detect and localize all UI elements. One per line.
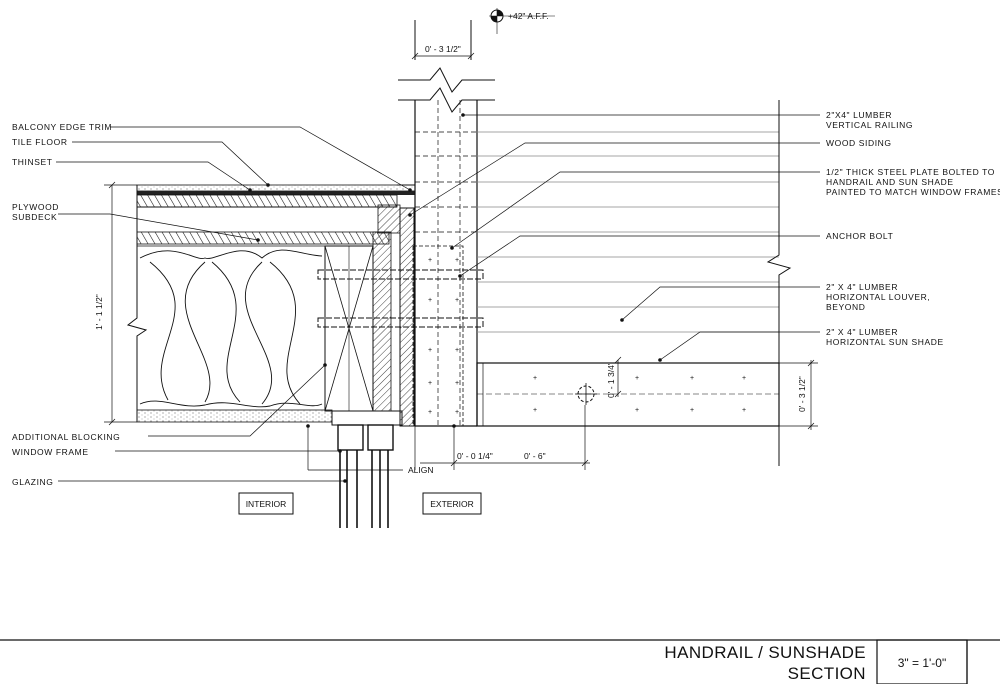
svg-text:+: + [455,409,459,416]
svg-text:+: + [533,375,537,382]
label-additional-blocking: ADDITIONAL BLOCKING [12,432,120,442]
svg-text:+: + [635,375,639,382]
svg-text:+: + [428,257,432,264]
svg-text:+: + [742,375,746,382]
dim-bolt-offset: 0' - 1 3/4" [606,362,616,398]
label-window-frame: WINDOW FRAME [12,447,89,457]
svg-text:+: + [690,407,694,414]
label-steel-plate-3: PAINTED TO MATCH WINDOW FRAMES [826,187,1000,197]
svg-text:+: + [742,407,746,414]
label-steel-plate-2: HANDRAIL AND SUN SHADE [826,177,954,187]
label-vertical-railing-2: VERTICAL RAILING [826,120,913,130]
svg-text:+: + [428,297,432,304]
sun-shade-detail: + + + + + + + + [476,100,792,466]
label-tile-floor: TILE FLOOR [12,137,68,147]
left-labels: BALCONY EDGE TRIM TILE FLOOR THINSET PLY… [12,122,120,487]
svg-text:+: + [455,347,459,354]
label-wood-siding: WOOD SIDING [826,138,892,148]
svg-text:+: + [635,407,639,414]
label-plywood: PLYWOOD [12,202,59,212]
dim-shade-depth: 0' - 3 1/2" [797,376,807,412]
interior-tag [238,492,294,515]
title-block: HANDRAIL / SUNSHADE SECTION 3" = 1'-0" [0,639,1000,684]
dim-floor-height: 1' - 1 1/2" [94,294,104,330]
svg-text:+: + [455,297,459,304]
zone-tags: INTERIOR EXTERIOR [238,492,482,515]
title-line-2: SECTION [788,664,866,683]
exterior-tag [422,492,482,515]
leader-dots [248,113,662,483]
leader-lines [56,114,820,482]
dim-offset: 0' - 0 1/4" [457,451,493,461]
label-steel-plate-1: 1/2" THICK STEEL PLATE BOLTED TO [826,167,995,177]
dimension-lines [104,52,818,471]
wood-siding-detail [397,184,416,427]
interior-label: INTERIOR [246,499,287,509]
svg-text:+: + [428,409,432,416]
dim-railing-width: 0' - 3 1/2" [425,44,461,54]
label-louver-3: BEYOND [826,302,866,312]
label-sunshade-1: 2" X 4" LUMBER [826,327,898,337]
elevation-text: +42" A.F.F. [508,11,549,21]
additional-blocking-detail [324,204,401,412]
elevation-marker: +42" A.F.F. [489,8,555,34]
exterior-label: EXTERIOR [430,499,473,509]
window-frame-detail [331,410,403,528]
dim-projection: 0' - 6" [524,451,546,461]
label-anchor-bolt: ANCHOR BOLT [826,231,893,241]
align-note: ALIGN [408,465,434,475]
label-balcony-edge-trim: BALCONY EDGE TRIM [12,122,112,132]
scale-text: 3" = 1'-0" [898,656,947,670]
label-sunshade-2: HORIZONTAL SUN SHADE [826,337,944,347]
svg-text:+: + [455,257,459,264]
right-labels: 2"X4" LUMBER VERTICAL RAILING WOOD SIDIN… [826,110,1000,347]
svg-text:+: + [533,407,537,414]
label-thinset: THINSET [12,157,53,167]
svg-text:+: + [690,375,694,382]
floor-assembly [126,184,416,423]
label-louver-2: HORIZONTAL LOUVER, [826,292,930,302]
label-louver-1: 2" X 4" LUMBER [826,282,898,292]
svg-text:+: + [428,347,432,354]
label-vertical-railing-1: 2"X4" LUMBER [826,110,892,120]
svg-text:+: + [428,380,432,387]
label-subdeck: SUBDECK [12,212,57,222]
svg-text:+: + [455,380,459,387]
title-line-1: HANDRAIL / SUNSHADE [664,643,866,662]
label-glazing: GLAZING [12,477,54,487]
